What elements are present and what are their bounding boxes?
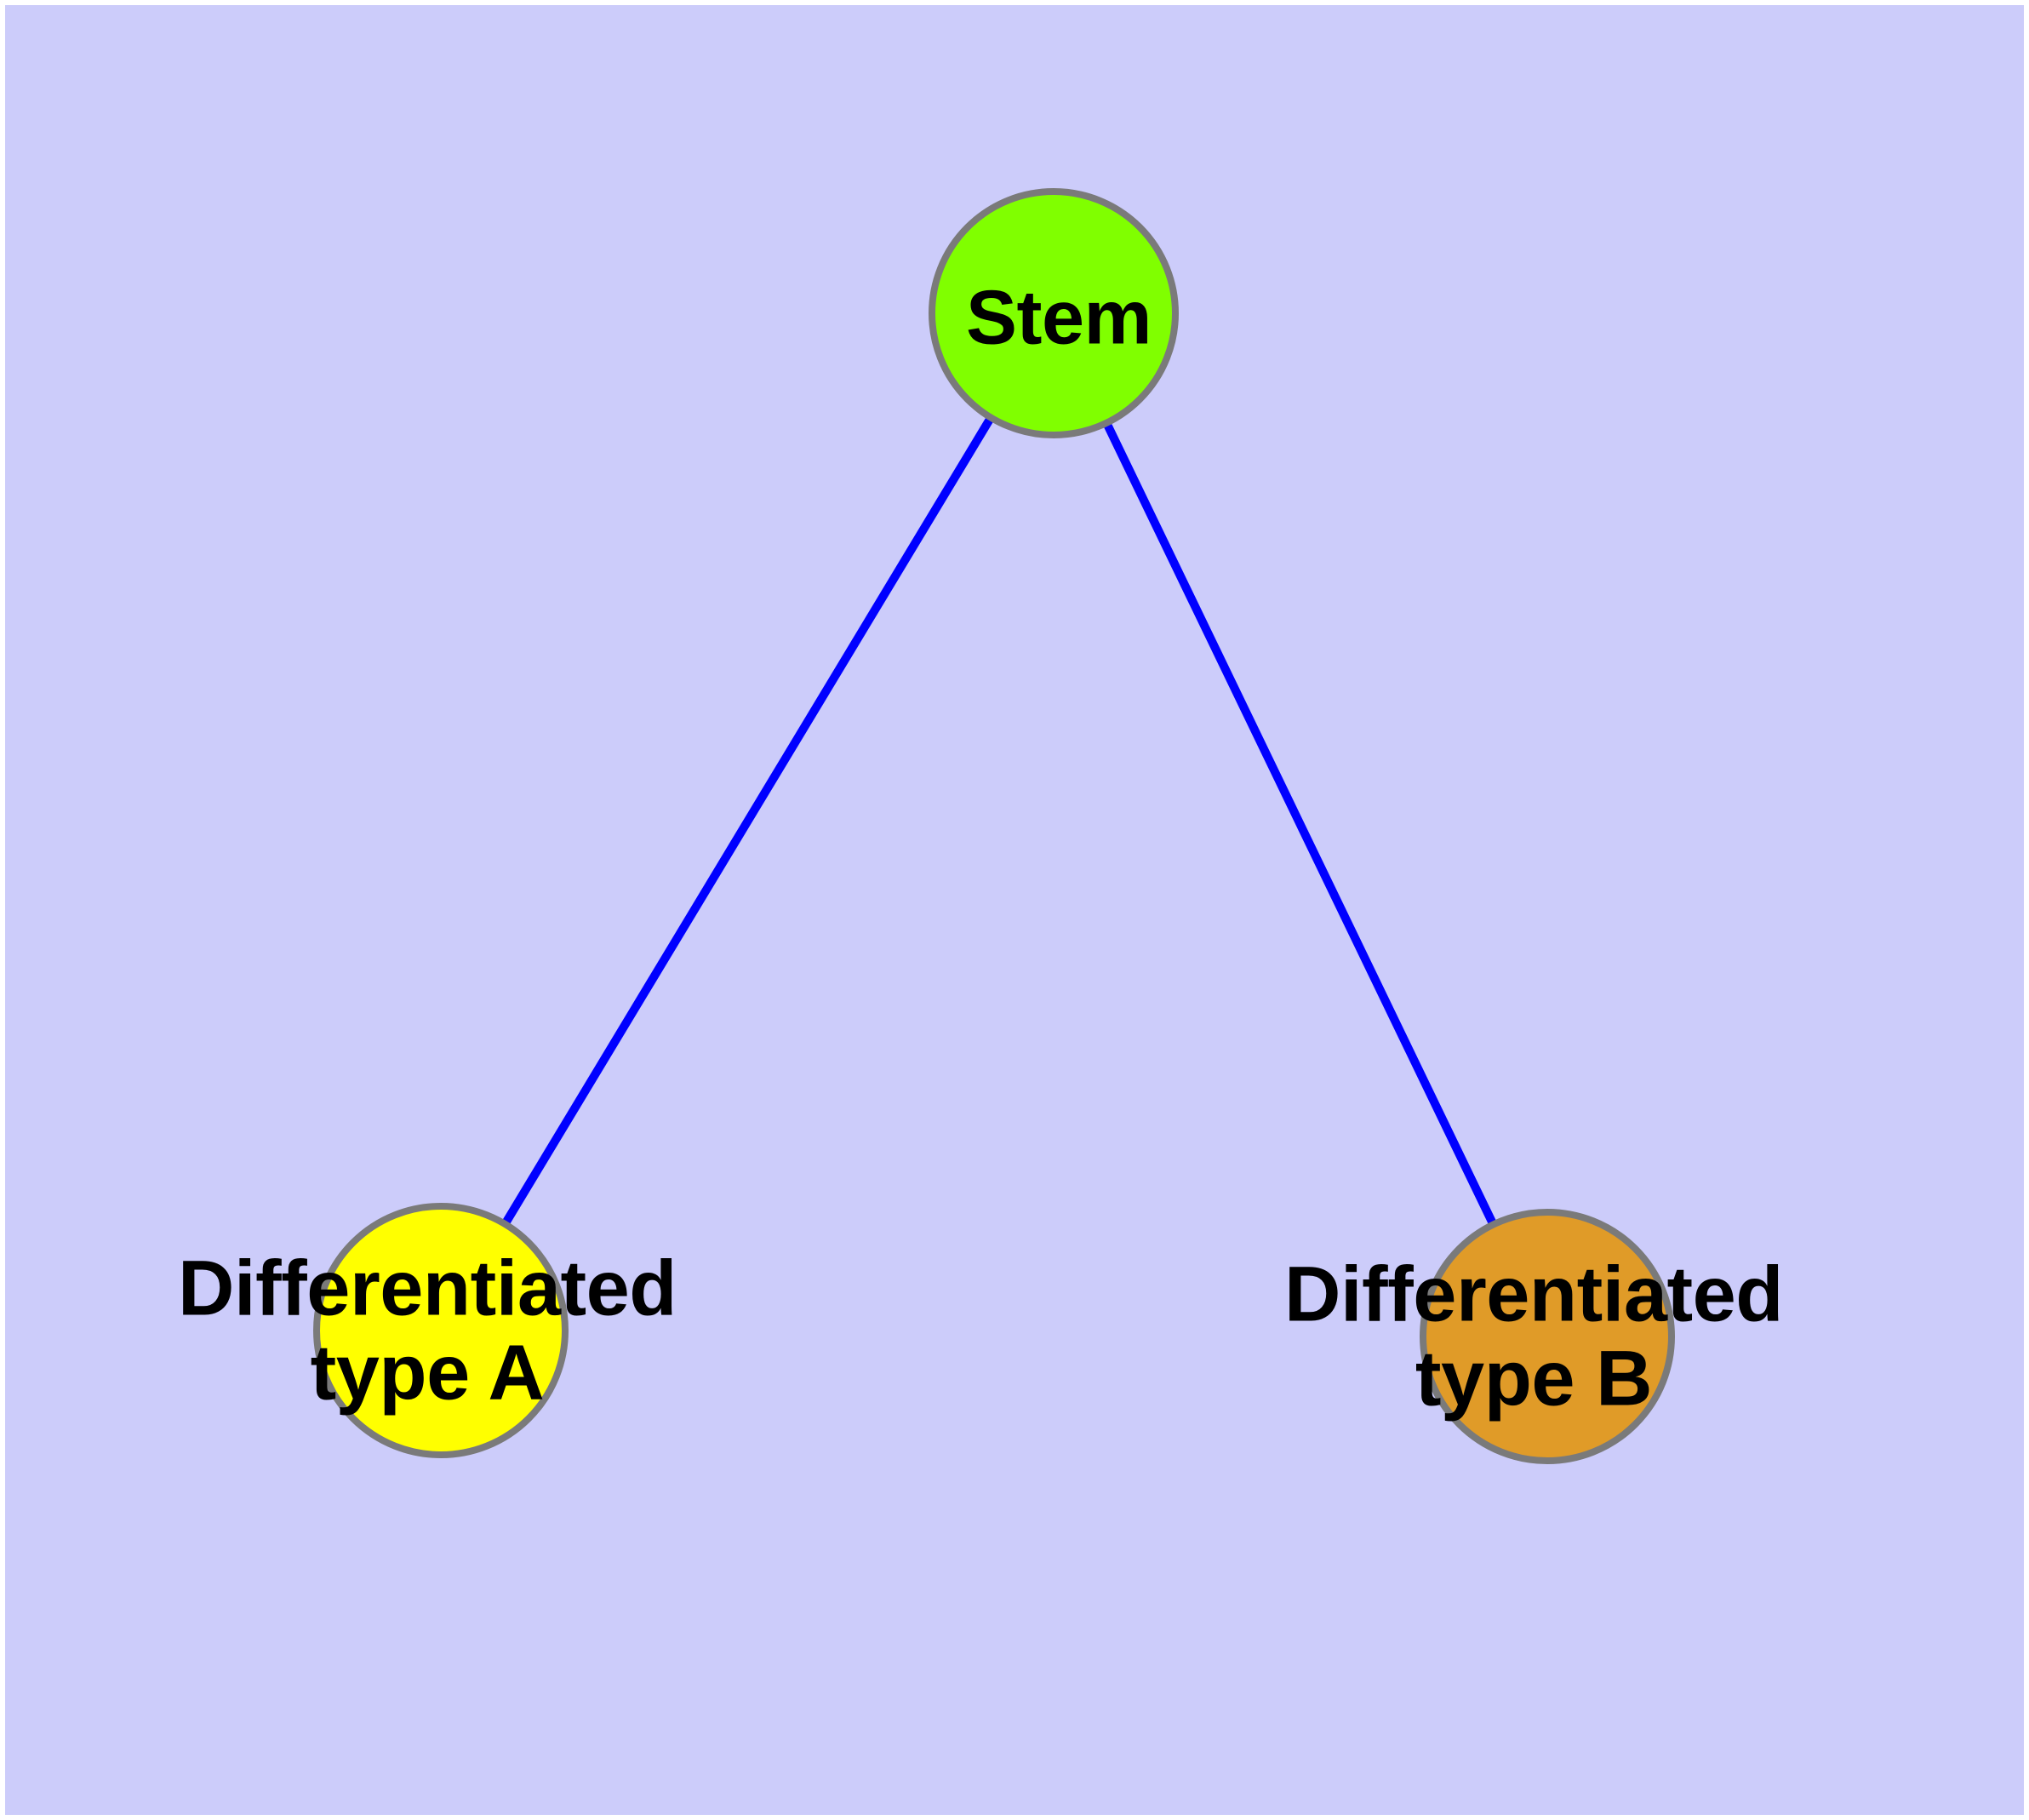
edge-stem-to-diff-a[interactable] [437, 311, 1058, 1333]
node-diff-a[interactable] [313, 1203, 569, 1458]
node-layer [313, 188, 1675, 1464]
edge-layer [437, 311, 1552, 1339]
node-diff-b[interactable] [1420, 1209, 1675, 1464]
diagram-plot-area: Stem Differentiated type A Differentiate… [5, 5, 2024, 1815]
graph-svg [313, 188, 1675, 1464]
node-stem[interactable] [929, 188, 1179, 438]
edge-stem-to-diff-b[interactable] [1049, 311, 1552, 1339]
